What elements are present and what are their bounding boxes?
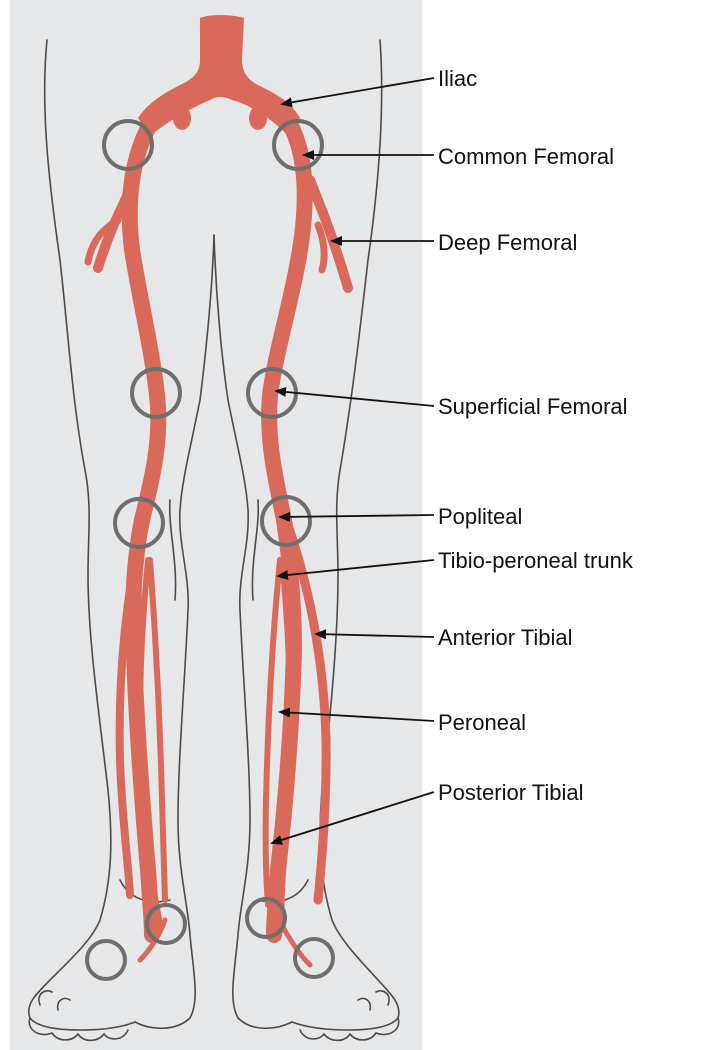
internal-iliac-left bbox=[173, 106, 191, 130]
label-common-femoral: Common Femoral bbox=[438, 144, 614, 169]
internal-iliac-right bbox=[249, 106, 267, 130]
labels: Iliac Common Femoral Deep Femoral Superf… bbox=[438, 66, 634, 805]
label-popliteal: Popliteal bbox=[438, 504, 522, 529]
label-peroneal: Peroneal bbox=[438, 710, 526, 735]
label-deep-femoral: Deep Femoral bbox=[438, 230, 577, 255]
label-iliac: Iliac bbox=[438, 66, 477, 91]
label-superficial-femoral: Superficial Femoral bbox=[438, 394, 628, 419]
label-anterior-tibial: Anterior Tibial bbox=[438, 625, 573, 650]
label-posterior-tibial: Posterior Tibial bbox=[438, 780, 584, 805]
diagram-panel bbox=[10, 0, 422, 1050]
label-tibio-peroneal-trunk: Tibio-peroneal trunk bbox=[438, 548, 634, 573]
